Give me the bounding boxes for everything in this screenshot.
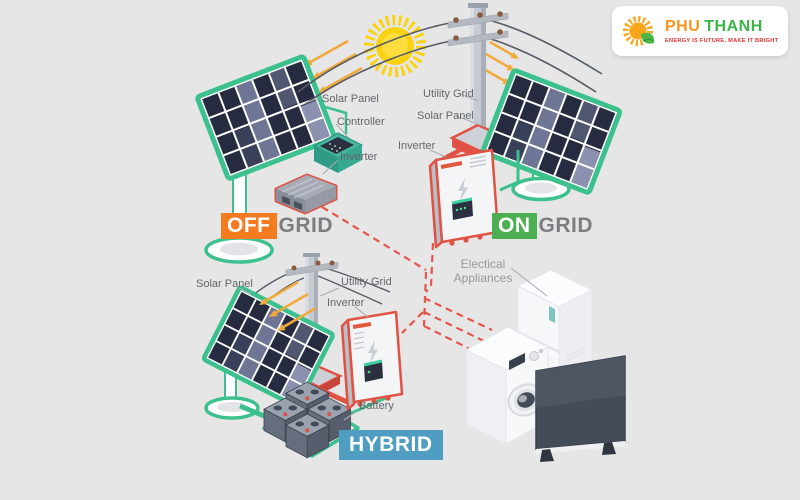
- offgrid-controller-label: Controller: [337, 116, 385, 128]
- offgrid-badge-rest: GRID: [278, 214, 333, 237]
- brand-part1: PHU: [665, 17, 701, 35]
- brand-tagline: ENERGY IS FUTURE, MAKE IT BRIGHT: [665, 37, 779, 44]
- offgrid-badge-highlight: OFF: [221, 213, 277, 239]
- ongrid-solar-panel: [482, 70, 620, 193]
- hybrid-solar-panel-label: Solar Panel: [196, 278, 253, 290]
- hybrid-utility-grid-label: Utility Grid: [341, 276, 392, 288]
- ongrid-badge-highlight: ON: [492, 213, 537, 239]
- hybrid-badge: HYBRID: [339, 430, 443, 460]
- ongrid-panel-wire: [499, 150, 520, 192]
- ongrid-inverter: [428, 148, 500, 249]
- sunray-arrows-hybrid: [259, 280, 317, 331]
- sun-icon: [364, 15, 426, 77]
- brand-part2: THANH: [704, 17, 763, 35]
- ongrid-solar-panel-label: Solar Panel: [417, 110, 474, 122]
- ongrid-utility-grid-label: Utility Grid: [423, 88, 474, 100]
- appliances-label-line2: Appliances: [453, 271, 513, 286]
- ongrid-badge-rest: GRID: [538, 214, 593, 237]
- ongrid-system: [297, 3, 620, 249]
- ongrid-inverter-label: Inverter: [398, 140, 436, 152]
- hybrid-system: [203, 253, 404, 459]
- offgrid-inverter-label: Inverter: [340, 151, 378, 163]
- electrical-appliances-label: Electical Appliances: [443, 257, 523, 286]
- ongrid-utility-pole: [297, 3, 603, 160]
- hybrid-inverter-label: Inverter: [327, 297, 365, 309]
- pole-insulators: [453, 11, 503, 41]
- hybrid-badge-label: HYBRID: [339, 430, 443, 460]
- hybrid-inverter: [340, 310, 404, 411]
- appliances-label-line1: Electical: [460, 257, 506, 271]
- label-leader-lines: [238, 93, 548, 421]
- hybrid-battery-bank: [262, 381, 360, 459]
- sunray-arrows-ongrid: [481, 40, 519, 85]
- offgrid-inverter: [274, 173, 338, 215]
- tv: [535, 355, 626, 462]
- sun-leaf-logo-icon: [623, 16, 655, 46]
- offgrid-solar-panel-label: Solar Panel: [322, 93, 379, 105]
- hybrid-battery-label: Battery: [359, 400, 394, 412]
- washer-door: [507, 383, 545, 417]
